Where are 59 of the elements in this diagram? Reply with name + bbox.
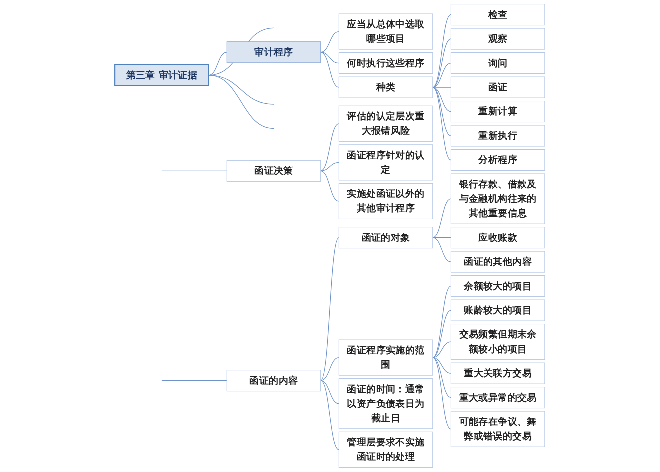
node-box: 种类 [338,76,434,98]
node-box: 函证的时间：通常以资产负债表日为截止日 [338,378,434,430]
connector [320,380,340,450]
connector [432,357,452,398]
connector [432,38,452,88]
connector [432,62,452,88]
node-box: 函证的其他内容 [450,251,546,273]
connector [162,170,228,172]
node-box: 检查 [450,4,546,26]
connector [432,238,452,262]
node-box: 重新执行 [450,125,546,147]
node-box: 函证的内容 [226,370,322,392]
connector [432,342,452,358]
node-box: 交易频繁但期末余额较小的项目 [450,324,546,360]
node-box: 审计程序 [226,42,322,64]
connector [432,87,452,112]
node-box: 函证的对象 [338,227,434,249]
connector [432,286,452,358]
node-box: 应收账款 [450,227,546,249]
node-box: 评估的认定层次重大报错风险 [338,106,434,142]
connector [432,87,452,161]
connector [208,52,228,76]
connector [320,52,340,88]
node-box: 可能存在争议、舞弊或错误的交易 [450,411,546,448]
connector [320,380,340,404]
node-box: 重大关联方交易 [450,362,546,384]
node-box: 函证 [450,76,546,98]
node-box: 银行存款、借款及与金融机构往来的其他重要信息 [450,174,546,224]
node-box: 应当从总体中选取哪些项目 [338,14,434,50]
connector [432,87,452,88]
node-box: 函证程序针对的认定 [338,144,434,181]
node-box: 观察 [450,28,546,50]
node-box: 第三章 审计证据 [114,64,210,86]
connector [432,310,452,358]
connector [432,357,452,374]
connector [320,170,340,202]
connector [320,162,340,172]
connector [320,124,340,172]
node-box: 重大或异常的交易 [450,387,546,409]
connector [162,380,228,382]
node-box: 账龄较大的项目 [450,300,546,322]
connector [320,357,340,382]
connector [432,14,452,88]
node-box: 管理层要求不实施函证时的处理 [338,432,434,468]
connector [432,87,452,136]
node-box: 询问 [450,52,546,74]
connector [208,75,274,130]
connector [320,52,340,64]
connector [320,238,340,382]
node-box: 函证程序实施的范围 [338,340,434,376]
node-box: 何时执行这些程序 [338,52,434,74]
node-box: 实施处函证以外的其他审计程序 [338,183,434,220]
node-box: 分析程序 [450,149,546,172]
connector [432,198,452,238]
connector [432,357,452,430]
connector [320,31,340,53]
node-box: 函证决策 [226,160,322,182]
node-box: 余额较大的项目 [450,276,546,298]
node-box: 重新计算 [450,101,546,123]
